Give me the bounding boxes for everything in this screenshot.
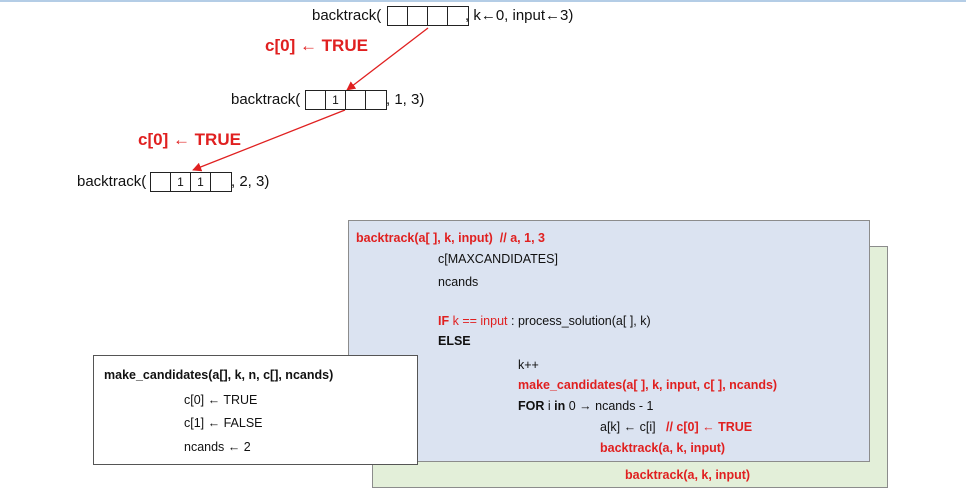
assign-line: a[k] ← c[i] // c[0] ← TRUE (600, 419, 752, 435)
make-candidates-call: make_candidates(a[ ], k, input, c[ ], nc… (518, 378, 778, 392)
signature-comment: // a, 1, 3 (499, 231, 545, 245)
edge-1-to-2 (192, 109, 346, 172)
call-1-cell-2 (346, 91, 366, 109)
call-1-cell-3 (366, 91, 386, 109)
assign-text: a[k] ← c[i] (600, 420, 656, 434)
mc-line-1: c[1] ← FALSE (184, 416, 263, 430)
edge-0-to-1 (346, 27, 429, 91)
for-line: FOR i in 0 → ncands - 1 (518, 398, 654, 414)
if-keyword: IF (438, 314, 450, 328)
if-line: IF k == input : process_solution(a[ ], k… (438, 313, 651, 329)
recurse-line: backtrack(a, k, input) (600, 441, 726, 455)
for-keyword: FOR (518, 399, 545, 413)
call-2-cell-3 (211, 173, 231, 191)
call-2-fn: backtrack( (77, 173, 147, 190)
call-2-cell-0 (151, 173, 171, 191)
call-0-cell-0 (388, 7, 408, 25)
call-0-fn: backtrack( (312, 7, 382, 24)
call-2-cell-2: 1 (191, 173, 211, 191)
back-recurse-line: backtrack(a, k, input) (625, 468, 751, 482)
call-1-array: 1 (305, 90, 387, 110)
for-var: i (547, 399, 551, 413)
call-2-cell-1: 1 (171, 173, 191, 191)
if-action: process_solution(a[ ], k) (517, 314, 651, 328)
call-0-args: , k←0, input←3) (465, 7, 574, 24)
call-1-cell-0 (306, 91, 326, 109)
call-1-args: , 1, 3) (386, 91, 425, 108)
mc-line-2: ncands ← 2 (184, 440, 251, 454)
call-1-cell-1: 1 (326, 91, 346, 109)
edge-label-1: c[0] ← TRUE (138, 130, 241, 149)
in-keyword: in (554, 399, 566, 413)
call-2-array: 1 1 (150, 172, 232, 192)
make-candidates-panel: make_candidates(a[], k, n, c[], ncands) … (93, 355, 418, 465)
decl-c-line: c[MAXCANDIDATES] (438, 252, 558, 266)
call-2-args: , 2, 3) (231, 173, 270, 190)
if-condition: k == input (452, 314, 508, 328)
make-candidates-signature: make_candidates(a[], k, n, c[], ncands) (104, 368, 334, 382)
assign-comment: // c[0] ← TRUE (666, 420, 753, 434)
call-1-fn: backtrack( (231, 91, 301, 108)
decl-ncands-line: ncands (438, 275, 479, 289)
top-divider (0, 0, 966, 2)
call-0-array (387, 6, 469, 26)
backtrack-signature: backtrack(a[ ], k, input) // a, 1, 3 (356, 230, 545, 246)
if-colon: : (510, 314, 515, 328)
else-keyword: ELSE (438, 334, 471, 348)
mc-line-0: c[0] ← TRUE (184, 393, 258, 407)
k-increment-line: k++ (518, 358, 539, 372)
call-0-cell-2 (428, 7, 448, 25)
signature-text: backtrack(a[ ], k, input) (356, 231, 493, 245)
backtrack-code-panel: backtrack(a[ ], k, input) // a, 1, 3 c[M… (348, 220, 870, 462)
call-0-cell-1 (408, 7, 428, 25)
edge-label-0: c[0] ← TRUE (265, 36, 368, 55)
for-range: 0 → ncands - 1 (568, 399, 654, 413)
